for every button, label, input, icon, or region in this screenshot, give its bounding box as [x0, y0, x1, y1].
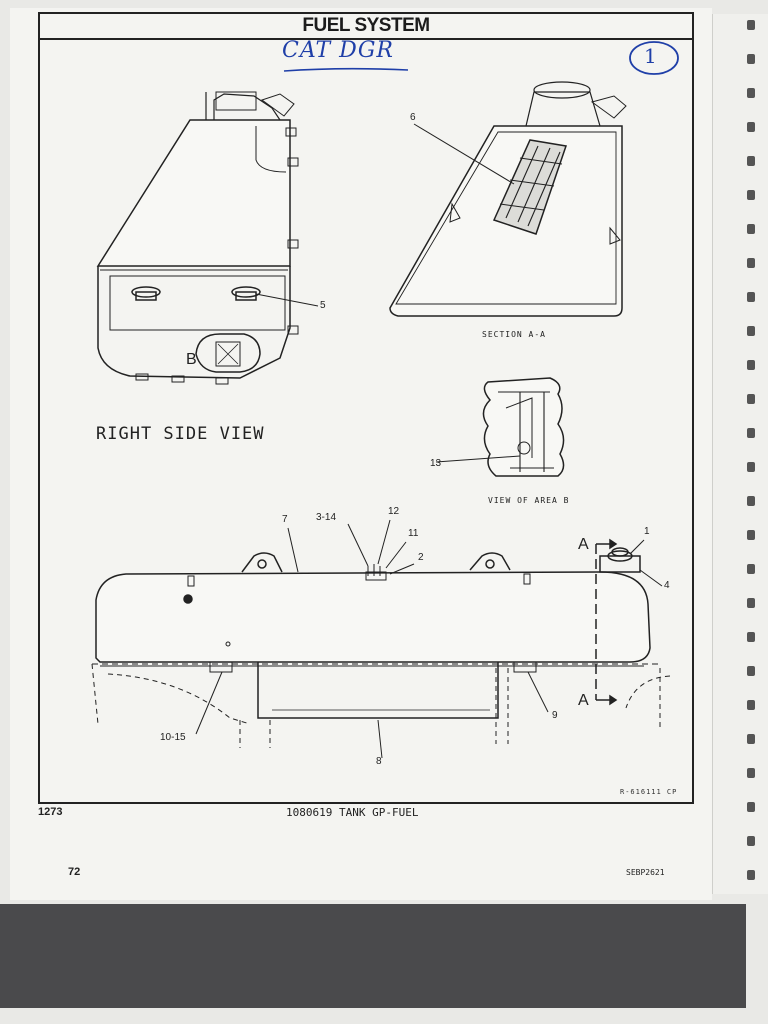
- spiral-binding: [747, 20, 755, 880]
- callout-3-14: 3-14: [316, 512, 337, 523]
- section-a-a-tank: [389, 81, 627, 317]
- page-title: FUEL SYSTEM: [302, 15, 430, 36]
- section-marker-top: A: [578, 536, 589, 553]
- callout-9: 9: [552, 710, 558, 721]
- callout-13: 13: [430, 458, 442, 469]
- background-surface: [0, 904, 746, 1008]
- section-marker-bottom: A: [578, 692, 589, 709]
- callout-12: 12: [388, 506, 400, 517]
- callout-5: 5: [320, 300, 326, 311]
- page-number: 72: [68, 866, 81, 878]
- callout-7: 7: [282, 514, 288, 525]
- callout-8: 8: [376, 756, 382, 767]
- handwritten-note: CAT DGR: [282, 38, 394, 63]
- right-side-view-label: RIGHT SIDE VIEW: [96, 424, 265, 444]
- callout-6: 6: [410, 112, 416, 123]
- manual-page: FUEL SYSTEM CAT DGR 1: [10, 8, 712, 900]
- footer-part-description: 1080619 TANK GP-FUEL: [286, 806, 419, 819]
- callout-1: 1: [644, 526, 650, 537]
- right-side-view-tank: [96, 91, 299, 385]
- callout-11: 11: [408, 528, 419, 539]
- footer-left-number: 1273: [38, 806, 63, 818]
- fuel-tank-diagram: [91, 81, 671, 759]
- doc-code: SEBP2621: [626, 868, 665, 877]
- area-b-marker: B: [186, 351, 197, 368]
- circled-number-ring: [629, 41, 679, 75]
- view-area-b-label: VIEW OF AREA B: [488, 496, 570, 505]
- title-bar: FUEL SYSTEM: [40, 14, 692, 40]
- drawing-reference: R-616111 CP: [620, 788, 678, 796]
- circled-number: 1: [644, 44, 657, 68]
- adjacent-page: [712, 14, 768, 894]
- section-a-a-label: SECTION A-A: [482, 330, 546, 339]
- bottom-main-tank: [91, 538, 671, 748]
- callout-2: 2: [418, 552, 424, 563]
- drawing-frame: FUEL SYSTEM: [38, 12, 694, 804]
- handwritten-underline: [283, 67, 409, 72]
- callout-4: 4: [664, 580, 670, 591]
- area-b-detail: [482, 377, 565, 477]
- leader-lines: [195, 123, 663, 759]
- callout-10-15: 10-15: [160, 732, 186, 743]
